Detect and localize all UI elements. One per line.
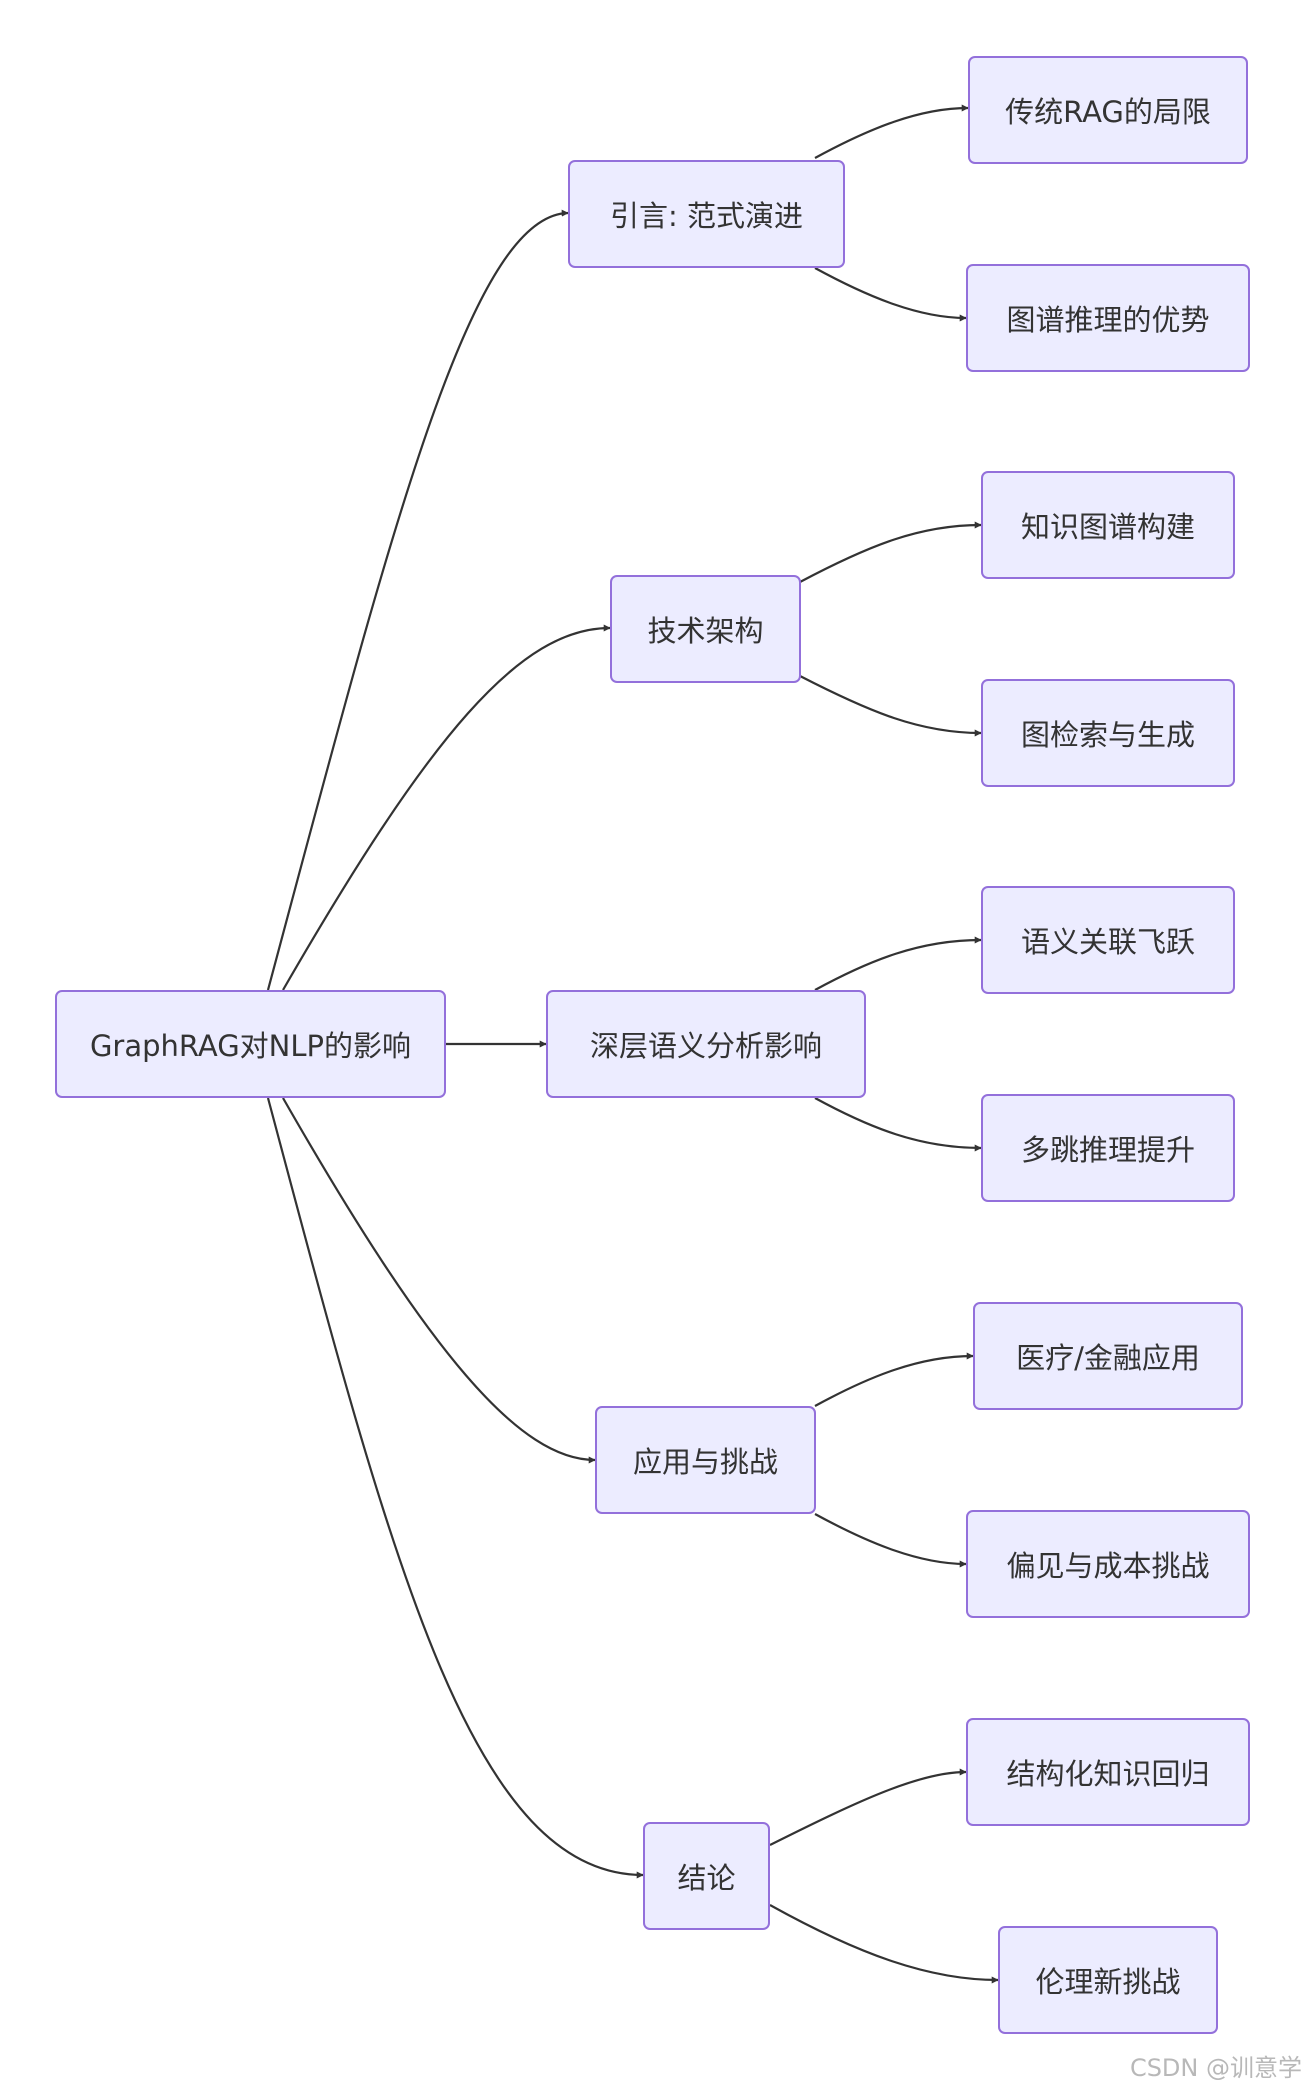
leaf-node-label: 医疗/金融应用 — [1016, 1341, 1200, 1375]
watermark-text: CSDN @训意学 — [1129, 2054, 1302, 2082]
edge-b4-c1 — [814, 1352, 974, 1407]
branch-node-label: 技术架构 — [647, 614, 764, 648]
edge-b3-c2 — [814, 1097, 982, 1152]
leaf-node-label: 语义关联飞跃 — [1020, 925, 1195, 959]
edge-root-b5 — [266, 1097, 644, 1879]
root-node[interactable]: GraphRAG对NLP的影响 — [55, 990, 446, 1098]
leaf-node-structured-knowledge-return[interactable]: 结构化知识回归 — [966, 1718, 1250, 1826]
edge-b4-c2 — [814, 1513, 967, 1568]
branch-node-label: 应用与挑战 — [632, 1445, 778, 1479]
leaf-node-bias-cost-challenges[interactable]: 偏见与成本挑战 — [966, 1510, 1250, 1618]
edge-b2-c1 — [799, 521, 982, 583]
leaf-node-semantic-leap[interactable]: 语义关联飞跃 — [981, 886, 1235, 994]
leaf-node-label: 传统RAG的局限 — [1005, 95, 1211, 129]
branch-node-introduction[interactable]: 引言: 范式演进 — [568, 160, 845, 268]
edge-b3-c1 — [814, 936, 982, 991]
edge-root-b2 — [282, 624, 611, 991]
branch-node-label: 结论 — [677, 1861, 736, 1895]
leaf-node-label: 伦理新挑战 — [1035, 1965, 1181, 1999]
leaf-node-label: 知识图谱构建 — [1020, 510, 1195, 544]
branch-node-semantic-impact[interactable]: 深层语义分析影响 — [546, 990, 866, 1098]
root-node-label: GraphRAG对NLP的影响 — [89, 1029, 412, 1063]
leaf-node-label: 多跳推理提升 — [1020, 1133, 1195, 1167]
leaf-node-ethics-challenges[interactable]: 伦理新挑战 — [998, 1926, 1218, 2034]
edge-b1-c1 — [814, 104, 969, 159]
leaf-node-label: 图检索与生成 — [1020, 718, 1195, 752]
leaf-node-label: 结构化知识回归 — [1006, 1757, 1210, 1791]
edge-b5-c1 — [769, 1768, 967, 1846]
leaf-node-graph-retrieval-generation[interactable]: 图检索与生成 — [981, 679, 1235, 787]
leaf-node-multihop-reasoning[interactable]: 多跳推理提升 — [981, 1094, 1235, 1202]
branch-node-applications-challenges[interactable]: 应用与挑战 — [595, 1406, 816, 1514]
branch-node-label: 引言: 范式演进 — [610, 199, 803, 233]
edge-b5-c2 — [769, 1904, 999, 1984]
edge-b1-c2 — [814, 267, 967, 322]
branch-node-architecture[interactable]: 技术架构 — [610, 575, 801, 683]
edge-root-b1 — [266, 209, 569, 991]
leaf-node-label: 偏见与成本挑战 — [1006, 1549, 1210, 1583]
branch-node-label: 深层语义分析影响 — [589, 1029, 822, 1063]
branch-node-conclusion[interactable]: 结论 — [643, 1822, 770, 1930]
leaf-node-medical-finance-apps[interactable]: 医疗/金融应用 — [973, 1302, 1243, 1410]
edge-root-b4 — [282, 1097, 596, 1464]
leaf-node-label: 图谱推理的优势 — [1006, 303, 1210, 337]
leaf-node-traditional-rag-limits[interactable]: 传统RAG的局限 — [968, 56, 1248, 164]
leaf-node-kg-construction[interactable]: 知识图谱构建 — [981, 471, 1235, 579]
leaf-node-graph-reasoning-advantage[interactable]: 图谱推理的优势 — [966, 264, 1250, 372]
edge-b2-c2 — [799, 675, 982, 737]
